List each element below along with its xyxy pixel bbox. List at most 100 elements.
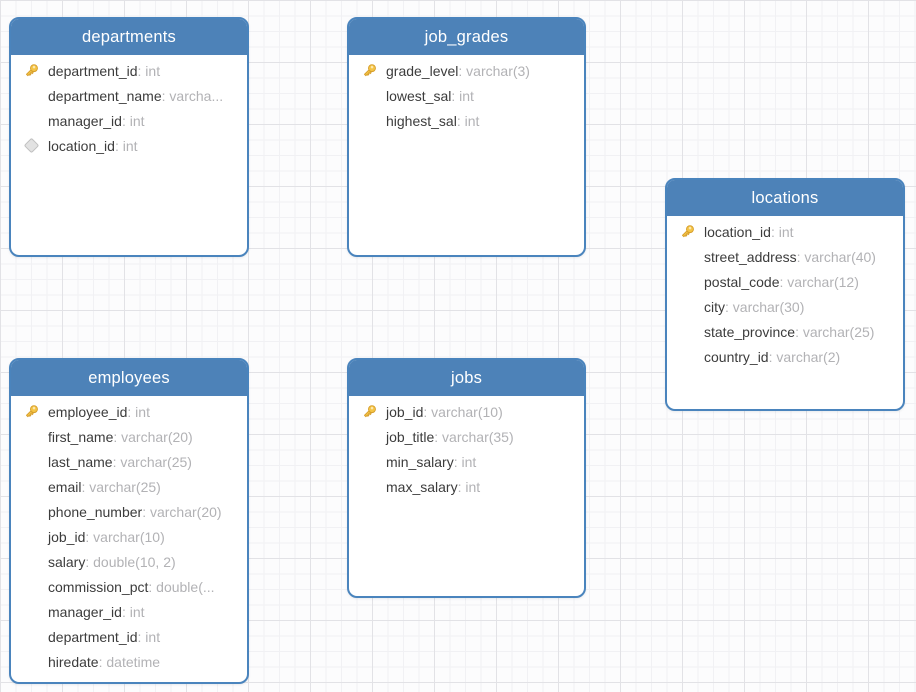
- table-title: employees: [88, 368, 170, 387]
- field-type: double(...: [148, 579, 214, 595]
- table-row[interactable]: manager_idint: [11, 599, 247, 624]
- field-name: grade_level: [386, 62, 459, 79]
- field-icon-slot: [23, 62, 48, 79]
- table-node-job_grades[interactable]: job_grades grade_levelvarchar(3) lowest_…: [347, 17, 586, 257]
- field-type: int: [457, 113, 480, 129]
- field-name: job_id: [48, 528, 86, 545]
- field-type: int: [458, 479, 480, 495]
- field-type: varchar(25): [81, 479, 161, 495]
- field-icon-slot: [23, 403, 48, 420]
- field-name: first_name: [48, 428, 114, 445]
- field-type: int: [122, 604, 145, 620]
- table-header[interactable]: job_grades: [349, 19, 584, 55]
- table-header[interactable]: jobs: [349, 360, 584, 396]
- table-row[interactable]: max_salaryint: [349, 474, 584, 499]
- field-name: department_id: [48, 62, 138, 79]
- field-name: email: [48, 478, 82, 495]
- field-type: varchar(20): [142, 504, 222, 520]
- field-type: varchar(30): [725, 299, 805, 315]
- field-type: varchar(25): [795, 324, 875, 340]
- field-type: datetime: [99, 654, 160, 670]
- table-row[interactable]: first_namevarchar(20): [11, 424, 247, 449]
- field-icon-slot: [361, 403, 386, 420]
- table-row[interactable]: state_provincevarchar(25): [667, 319, 903, 344]
- field-type: int: [122, 113, 145, 129]
- table-row[interactable]: location_idint: [667, 219, 903, 244]
- field-icon-slot: [361, 62, 386, 79]
- foreign-key-diamond-icon: [23, 137, 40, 154]
- table-row[interactable]: phone_numbervarchar(20): [11, 499, 247, 524]
- table-row[interactable]: street_addressvarchar(40): [667, 244, 903, 269]
- field-type: varchar(12): [780, 274, 859, 290]
- table-header[interactable]: employees: [11, 360, 247, 396]
- table-row[interactable]: location_idint: [11, 133, 247, 158]
- field-name: last_name: [48, 453, 113, 470]
- table-row[interactable]: job_titlevarchar(35): [349, 424, 584, 449]
- field-type: int: [138, 63, 160, 79]
- field-type: int: [451, 88, 474, 104]
- field-icon-slot: [23, 137, 48, 154]
- field-name: job_title: [386, 428, 435, 445]
- table-row[interactable]: emailvarchar(25): [11, 474, 247, 499]
- table-row[interactable]: commission_pctdouble(...: [11, 574, 247, 599]
- field-name: state_province: [704, 323, 796, 340]
- field-type: varchar(10): [423, 404, 503, 420]
- table-row[interactable]: department_namevarcha...: [11, 83, 247, 108]
- table-row[interactable]: grade_levelvarchar(3): [349, 58, 584, 83]
- table-row[interactable]: highest_salint: [349, 108, 584, 133]
- table-title: job_grades: [424, 27, 509, 46]
- field-name: manager_id: [48, 112, 122, 129]
- field-name: min_salary: [386, 453, 454, 470]
- primary-key-icon: [363, 405, 376, 418]
- field-icon-slot: [679, 223, 704, 240]
- field-type: varchar(2): [769, 349, 840, 365]
- table-row[interactable]: employee_idint: [11, 399, 247, 424]
- table-header[interactable]: locations: [667, 180, 903, 216]
- field-name: commission_pct: [48, 578, 149, 595]
- field-type: varchar(35): [434, 429, 514, 445]
- table-field-list: job_idvarchar(10) job_titlevarchar(35) m…: [349, 396, 584, 499]
- field-name: max_salary: [386, 478, 458, 495]
- table-row[interactable]: department_idint: [11, 58, 247, 83]
- table-row[interactable]: country_idvarchar(2): [667, 344, 903, 369]
- field-name: postal_code: [704, 273, 780, 290]
- table-row[interactable]: manager_idint: [11, 108, 247, 133]
- table-node-departments[interactable]: departments department_idint department_…: [9, 17, 249, 257]
- field-name: phone_number: [48, 503, 143, 520]
- table-node-locations[interactable]: locations location_idint street_addressv…: [665, 178, 905, 411]
- field-name: country_id: [704, 348, 769, 365]
- field-name: department_id: [48, 628, 138, 645]
- table-field-list: department_idint department_namevarcha..…: [11, 55, 247, 158]
- field-name: department_name: [48, 87, 162, 104]
- table-node-jobs[interactable]: jobs job_idvarchar(10) job_titlevarchar(…: [347, 358, 586, 598]
- field-name: location_id: [48, 137, 115, 154]
- field-name: lowest_sal: [386, 87, 452, 104]
- table-title: jobs: [450, 368, 483, 387]
- table-row[interactable]: department_idint: [11, 624, 247, 649]
- table-row[interactable]: last_namevarchar(25): [11, 449, 247, 474]
- table-row[interactable]: cityvarchar(30): [667, 294, 903, 319]
- table-row[interactable]: lowest_salint: [349, 83, 584, 108]
- table-row[interactable]: postal_codevarchar(12): [667, 269, 903, 294]
- field-name: location_id: [704, 223, 771, 240]
- field-name: street_address: [704, 248, 797, 265]
- table-row[interactable]: salarydouble(10, 2): [11, 549, 247, 574]
- primary-key-icon: [25, 64, 38, 77]
- table-field-list: employee_idint first_namevarchar(20) las…: [11, 396, 247, 674]
- table-node-employees[interactable]: employees employee_idint first_namevarch…: [9, 358, 249, 684]
- field-type: varchar(20): [113, 429, 193, 445]
- table-row[interactable]: hiredatedatetime: [11, 649, 247, 674]
- table-header[interactable]: departments: [11, 19, 247, 55]
- field-type: varchar(25): [113, 454, 192, 470]
- field-type: int: [454, 454, 476, 470]
- table-row[interactable]: min_salaryint: [349, 449, 584, 474]
- primary-key-icon: [25, 405, 38, 418]
- primary-key-icon: [681, 225, 694, 238]
- field-name: salary: [48, 553, 86, 570]
- field-type: int: [127, 404, 150, 420]
- table-row[interactable]: job_idvarchar(10): [11, 524, 247, 549]
- table-row[interactable]: job_idvarchar(10): [349, 399, 584, 424]
- field-type: int: [115, 138, 138, 154]
- field-type: int: [771, 224, 794, 240]
